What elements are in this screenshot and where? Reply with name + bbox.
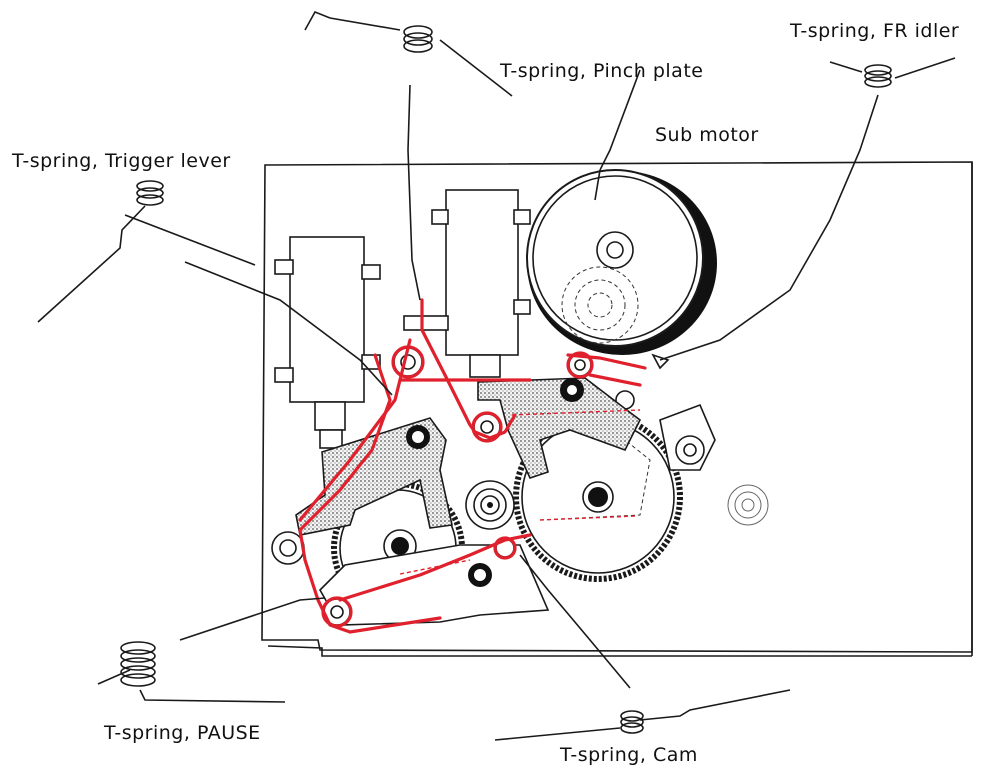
label-fr-idler: T-spring, FR idler (790, 20, 960, 42)
trigger-roller-red (391, 345, 425, 379)
label-trigger-lever: T-spring, Trigger lever (12, 150, 231, 172)
red-spring-paths (298, 298, 647, 634)
label-pause: T-spring, PAUSE (104, 722, 261, 744)
fr-idler-spring-icon (829, 57, 956, 88)
trigger-arm (298, 338, 412, 522)
label-pinch-plate: T-spring, Pinch plate (500, 60, 704, 82)
pause-roller-red (321, 596, 353, 628)
cam-spring-icon (494, 689, 791, 741)
fr-roller-red (566, 351, 594, 379)
right-pulley (727, 484, 769, 526)
cam-roller-red (493, 536, 517, 560)
trigger-lever-spring-icon (37, 180, 164, 323)
trigger-lever (295, 417, 453, 536)
left-solenoid (274, 236, 381, 449)
center-pulley (465, 480, 515, 530)
center-solenoid (403, 189, 531, 378)
fr-lever (477, 377, 642, 479)
sub-motor (526, 169, 717, 355)
leader-lines (124, 69, 879, 689)
cam-spring (338, 533, 532, 602)
pinch-roller-red (471, 411, 503, 443)
pause-spring-icon (97, 641, 286, 703)
chassis-plate (261, 161, 973, 657)
pinch-plate-spring-icon (304, 10, 513, 97)
lower-plate (319, 544, 550, 626)
rollers (271, 347, 592, 626)
label-cam: T-spring, Cam (560, 744, 698, 766)
cam-gear (513, 412, 683, 582)
trigger-spring (298, 353, 442, 634)
label-sub-motor: Sub motor (655, 124, 759, 146)
fr-idler-arm (588, 373, 642, 387)
fr-idler-spring (566, 353, 647, 370)
